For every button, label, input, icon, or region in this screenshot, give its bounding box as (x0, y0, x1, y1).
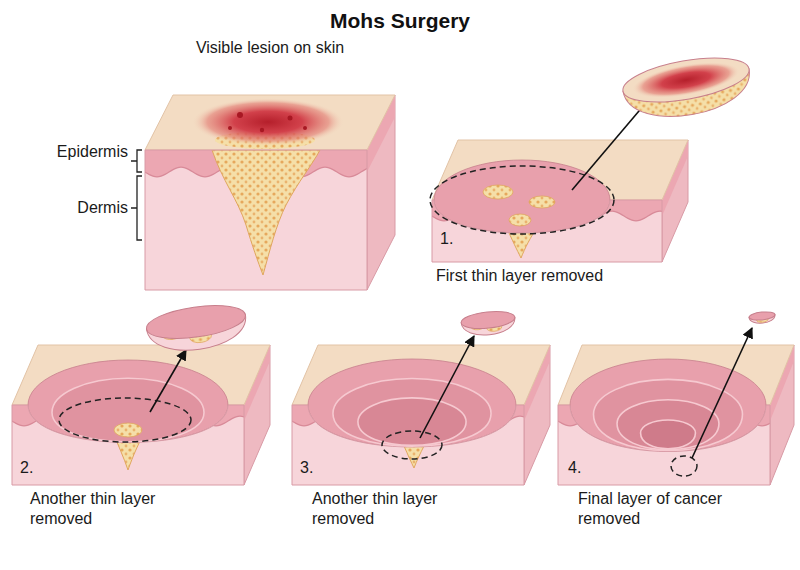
step-number: 3. (300, 458, 330, 478)
crater-step (52, 378, 204, 441)
layer-label: Epidermis (30, 142, 128, 162)
removal-arrow (420, 336, 474, 438)
excision-outline (430, 166, 614, 234)
removal-arrow (150, 350, 186, 412)
skin-block (558, 328, 794, 487)
crater (570, 359, 766, 451)
skin-surface (145, 95, 395, 150)
crater-steps (52, 378, 204, 441)
crater (28, 360, 228, 443)
tumor-remnant (529, 196, 555, 208)
lesion (192, 98, 344, 146)
step-number: 2. (20, 458, 50, 478)
layer-top (144, 300, 247, 344)
block-outline (432, 200, 662, 262)
step-caption: Another thin layer removed (30, 489, 208, 529)
removal-arrow (572, 98, 650, 190)
skin-block (430, 98, 688, 264)
excision-outline (671, 456, 697, 476)
crater-step (594, 379, 743, 450)
tumor-remnant (114, 423, 142, 437)
skin-block (12, 345, 270, 487)
diagram-title: Mohs Surgery (0, 8, 800, 34)
layer-label: Dermis (30, 198, 128, 218)
crater (308, 359, 516, 447)
layer-top (460, 309, 515, 331)
removal-arrow (692, 328, 752, 458)
step-caption: First thin layer removed (436, 266, 696, 286)
epidermis-boundary (432, 211, 664, 221)
block-outline (145, 150, 367, 290)
tumor-remnant (483, 185, 513, 199)
step-caption: Another thin layer removed (312, 489, 490, 529)
dermis-bracket (131, 176, 142, 240)
removed-layer (460, 309, 516, 337)
crater (434, 160, 610, 233)
lesion-label: Visible lesion on skin (165, 38, 375, 58)
lesion-spot (288, 116, 293, 121)
tumor-cells (212, 150, 320, 275)
lesion-spot (237, 112, 243, 118)
excision-outline (382, 431, 442, 459)
removed-layer (749, 311, 776, 325)
step-number: 1. (440, 229, 470, 249)
lesion-spot (260, 128, 264, 132)
crater-steps (594, 379, 743, 450)
step-number: 4. (568, 458, 598, 478)
lesion-spot (228, 126, 232, 130)
crater-step (333, 378, 491, 446)
skin-block (292, 336, 550, 487)
crater-step (641, 420, 696, 449)
excision-outline (59, 398, 191, 442)
crater-steps (333, 378, 491, 446)
tumor-cells (506, 226, 538, 258)
layer-top (620, 50, 753, 110)
epidermis-bracket (131, 150, 142, 172)
tumor-cells (404, 446, 424, 468)
lesion (630, 55, 742, 104)
layer-top (749, 311, 776, 321)
removed-layer (620, 50, 755, 126)
block-front (432, 198, 666, 264)
crater-step (617, 400, 719, 450)
crater-step (358, 398, 466, 445)
skin-block (145, 95, 395, 292)
step-caption: Final layer of cancer removed (578, 489, 756, 529)
lesion-spot (303, 126, 307, 130)
block-front (145, 148, 371, 292)
tumor-remnant (509, 214, 531, 226)
removed-layer (144, 300, 249, 356)
